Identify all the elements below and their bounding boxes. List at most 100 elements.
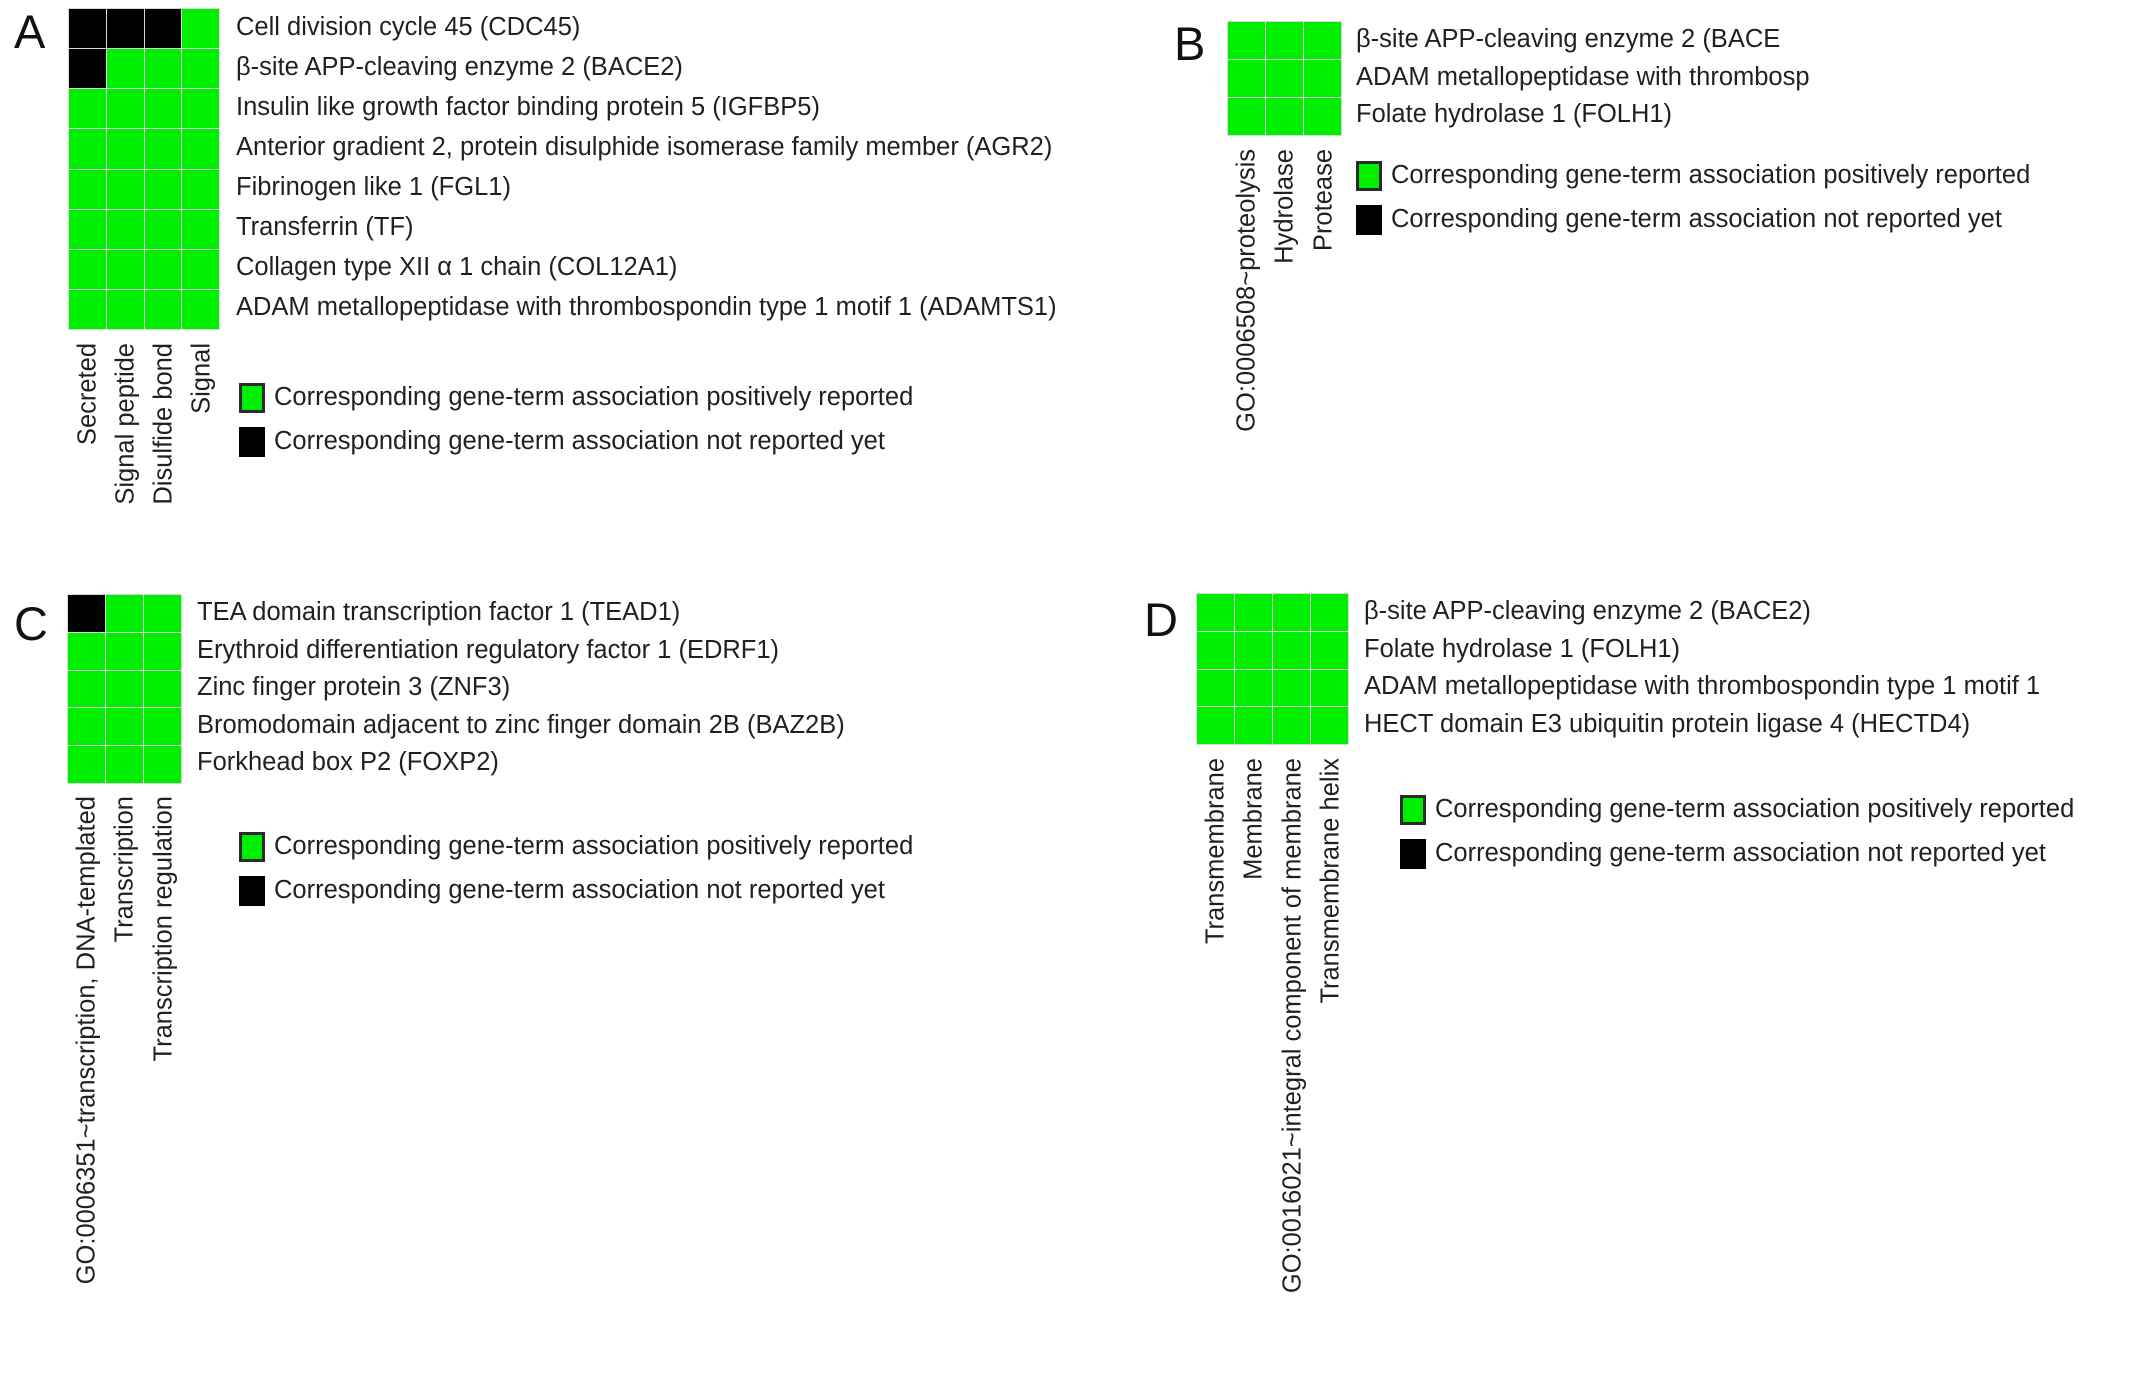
matrix-cell bbox=[182, 49, 219, 89]
matrix-cell bbox=[68, 632, 105, 670]
column-label: Signal bbox=[187, 343, 216, 414]
column-label: GO:0006508~proteolysis bbox=[1232, 149, 1261, 432]
matrix-cell bbox=[1228, 98, 1265, 135]
legend-negative: Corresponding gene-term association not … bbox=[1356, 205, 2030, 235]
matrix-cell bbox=[69, 89, 106, 129]
panel-c-row-labels: TEA domain transcription factor 1 (TEAD1… bbox=[197, 594, 977, 782]
matrix-cell bbox=[1197, 594, 1234, 631]
panel-a-letter: A bbox=[14, 5, 46, 58]
panel-d-grid bbox=[1196, 593, 1349, 745]
panel-d-letter: D bbox=[1144, 593, 1178, 646]
legend-label: Corresponding gene-term association not … bbox=[1435, 839, 2046, 868]
matrix-cell bbox=[69, 209, 106, 249]
gene-row-label: β-site APP-cleaving enzyme 2 (BACE2) bbox=[236, 53, 683, 82]
gene-row-label: Bromodomain adjacent to zinc finger doma… bbox=[197, 710, 845, 739]
matrix-cell bbox=[1197, 669, 1234, 707]
matrix-cell bbox=[144, 289, 182, 329]
matrix-cell bbox=[68, 670, 105, 708]
matrix-cell bbox=[69, 129, 106, 169]
matrix-cell bbox=[1311, 631, 1348, 669]
column-label-slot: Signal peptide bbox=[107, 337, 145, 505]
matrix-cell bbox=[1197, 631, 1234, 669]
matrix-cell bbox=[106, 9, 144, 49]
column-label: Hydrolase bbox=[1270, 149, 1299, 264]
matrix-cell bbox=[144, 169, 182, 209]
gene-row-label: TEA domain transcription factor 1 (TEAD1… bbox=[197, 598, 681, 627]
matrix-cell bbox=[144, 595, 181, 632]
matrix-cell bbox=[69, 249, 106, 289]
matrix-cell bbox=[182, 89, 219, 129]
legend-negative: Corresponding gene-term association not … bbox=[239, 876, 913, 906]
legend-label: Corresponding gene-term association posi… bbox=[1391, 161, 2031, 190]
column-label-slot: GO:0016021~integral component of membran… bbox=[1274, 752, 1312, 1293]
legend-black-swatch-icon bbox=[1356, 205, 1382, 235]
matrix-cell bbox=[1273, 631, 1310, 669]
gene-row-label: Erythroid differentiation regulatory fac… bbox=[197, 635, 780, 664]
matrix-cell bbox=[1228, 60, 1265, 97]
legend-label: Corresponding gene-term association posi… bbox=[274, 383, 914, 412]
column-label: Transmembrane helix bbox=[1316, 758, 1345, 1004]
column-label: GO:0006351~transcription, DNA-templated bbox=[72, 796, 101, 1285]
legend-positive: Corresponding gene-term association posi… bbox=[239, 832, 913, 862]
gene-row-label: ADAM metallopeptidase with thrombospondi… bbox=[236, 293, 1057, 322]
matrix-cell bbox=[1304, 22, 1341, 59]
matrix-cell bbox=[182, 9, 219, 49]
panel-b-grid bbox=[1227, 21, 1342, 136]
panel-b-legend: Corresponding gene-term association posi… bbox=[1356, 161, 2030, 235]
matrix-cell bbox=[1273, 594, 1310, 631]
column-label: GO:0016021~integral component of membran… bbox=[1277, 758, 1306, 1294]
matrix-cell bbox=[144, 49, 182, 89]
gene-row-label: Anterior gradient 2, protein disulphide … bbox=[236, 133, 1053, 162]
matrix-cell bbox=[1266, 98, 1303, 135]
column-label: Transcription regulation bbox=[149, 796, 178, 1062]
legend-label: Corresponding gene-term association posi… bbox=[274, 832, 914, 861]
matrix-cell bbox=[69, 9, 106, 49]
panel-c-letter: C bbox=[14, 597, 48, 650]
column-label: Membrane bbox=[1239, 758, 1268, 880]
gene-row-label: ADAM metallopeptidase with thrombospondi… bbox=[1364, 672, 2041, 700]
column-label: Secreted bbox=[73, 343, 102, 446]
gene-row-label: Zinc finger protein 3 (ZNF3) bbox=[197, 673, 511, 702]
column-label-slot: Secreted bbox=[69, 337, 107, 467]
gene-row-label: β-site APP-cleaving enzyme 2 (BACE2) bbox=[1364, 597, 1811, 625]
panel-b-letter: B bbox=[1174, 17, 1206, 70]
panel-c-column-labels: GO:0006351~transcription, DNA-templated T… bbox=[68, 790, 183, 1284]
matrix-cell bbox=[1266, 22, 1303, 59]
column-label-slot: Transmembrane helix bbox=[1312, 752, 1350, 1112]
column-label: Transcription bbox=[110, 796, 139, 943]
panel-d-row-labels: β-site APP-cleaving enzyme 2 (BACE2)Fola… bbox=[1364, 593, 2150, 743]
matrix-cell bbox=[144, 746, 181, 783]
matrix-cell bbox=[1266, 60, 1303, 97]
matrix-cell bbox=[144, 89, 182, 129]
matrix-cell bbox=[106, 209, 144, 249]
column-label-slot: Transcription regulation bbox=[145, 790, 183, 1130]
gene-row-label: Folate hydrolase 1 (FOLH1) bbox=[1356, 100, 1673, 129]
column-label-slot: Protease bbox=[1305, 143, 1343, 323]
column-label-slot: Transmembrane bbox=[1197, 752, 1235, 1112]
matrix-cell bbox=[1228, 22, 1265, 59]
matrix-cell bbox=[69, 49, 106, 89]
matrix-cell bbox=[106, 89, 144, 129]
matrix-cell bbox=[68, 746, 105, 783]
gene-row-label: HECT domain E3 ubiquitin protein ligase … bbox=[1364, 709, 1971, 738]
legend-positive: Corresponding gene-term association posi… bbox=[1400, 795, 2074, 825]
panel-c-grid bbox=[67, 594, 182, 784]
legend-black-swatch-icon bbox=[239, 876, 265, 906]
matrix-cell bbox=[106, 708, 143, 746]
panel-c-legend: Corresponding gene-term association posi… bbox=[239, 832, 913, 906]
matrix-cell bbox=[182, 209, 219, 249]
legend-label: Corresponding gene-term association not … bbox=[1391, 205, 2002, 234]
matrix-cell bbox=[182, 129, 219, 169]
matrix-cell bbox=[1304, 60, 1341, 97]
matrix-cell bbox=[1235, 631, 1272, 669]
legend-positive: Corresponding gene-term association posi… bbox=[1356, 161, 2030, 191]
matrix-cell bbox=[1197, 707, 1234, 744]
matrix-cell bbox=[144, 632, 181, 670]
column-label-slot: Membrane bbox=[1235, 752, 1273, 1112]
matrix-cell bbox=[1235, 669, 1272, 707]
legend-positive: Corresponding gene-term association posi… bbox=[239, 383, 913, 413]
matrix-cell bbox=[1304, 98, 1341, 135]
